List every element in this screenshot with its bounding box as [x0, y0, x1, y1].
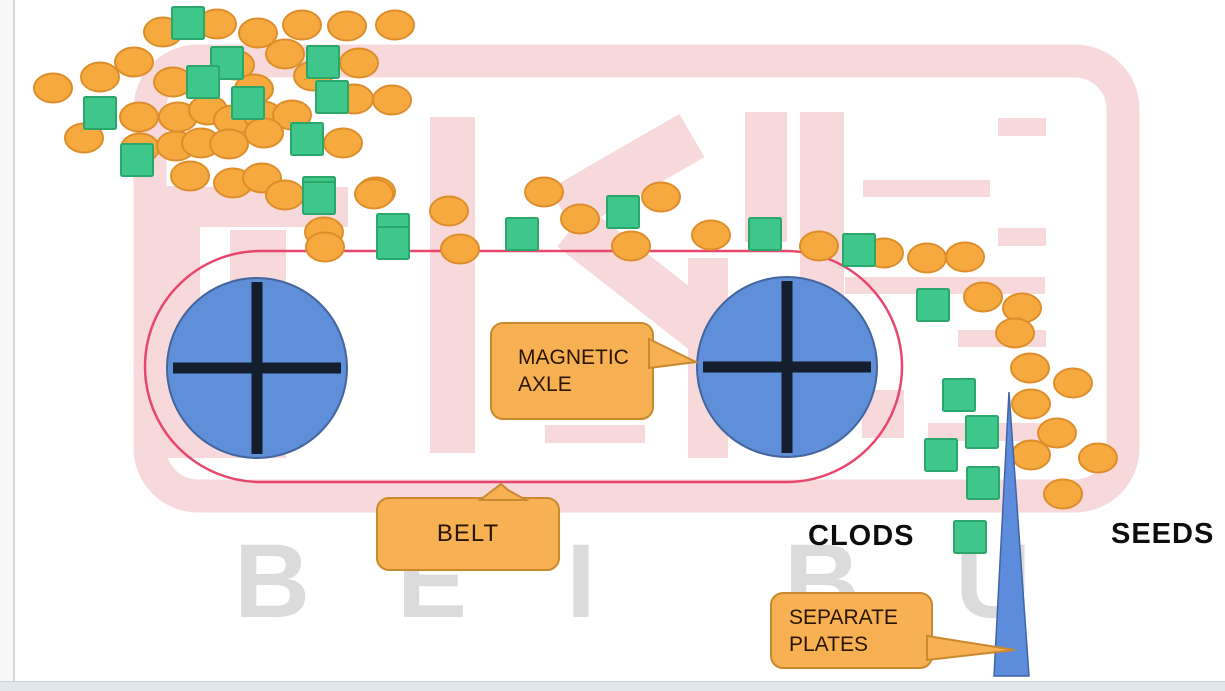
clod — [916, 288, 950, 322]
callout-magnetic-axle: MAGNETIC AXLE — [490, 322, 700, 420]
seed — [1053, 367, 1093, 399]
seed — [1002, 292, 1042, 324]
seed — [641, 181, 681, 213]
clod — [231, 86, 265, 120]
clods-label: CLODS — [808, 520, 915, 552]
watermark-letter: I — [566, 523, 595, 640]
watermark-bar — [430, 117, 475, 453]
callout-tail-right-icon — [648, 337, 700, 370]
clod — [842, 233, 876, 267]
seed — [119, 101, 159, 133]
watermark-bar — [545, 425, 645, 443]
magnetic-axle-label-line1: MAGNETIC — [518, 346, 629, 369]
seed — [560, 203, 600, 235]
watermark-bar — [549, 113, 705, 233]
watermark-bar — [998, 118, 1046, 136]
seed — [265, 38, 305, 70]
seed — [375, 9, 415, 41]
seed — [691, 219, 731, 251]
belt-label: BELT — [436, 520, 500, 547]
seed — [170, 160, 210, 192]
watermark-bar — [998, 228, 1046, 246]
seed — [354, 178, 394, 210]
seed — [1011, 388, 1051, 420]
clod — [306, 45, 340, 79]
callout-tail-up-icon — [477, 482, 530, 501]
page-left-margin — [0, 0, 15, 691]
clod — [302, 181, 336, 215]
seed — [305, 231, 345, 263]
seed — [1010, 352, 1050, 384]
seed — [440, 233, 480, 265]
magnetic-axle-label-line2: AXLE — [518, 373, 572, 396]
clod — [942, 378, 976, 412]
seed — [1043, 478, 1083, 510]
seed — [799, 230, 839, 262]
seed — [265, 179, 305, 211]
seed — [1078, 442, 1118, 474]
watermark-frame — [133, 44, 1140, 513]
seed — [995, 317, 1035, 349]
watermark-letter: B — [234, 523, 310, 640]
seed — [372, 84, 412, 116]
seeds-label: SEEDS — [1111, 518, 1215, 550]
clod — [965, 415, 999, 449]
seed — [327, 10, 367, 42]
callout-tail-right-icon — [926, 634, 1016, 662]
seed — [114, 46, 154, 78]
clod — [83, 96, 117, 130]
seed — [238, 17, 278, 49]
clod — [966, 466, 1000, 500]
separate-plates-label-line2: PLATES — [789, 632, 868, 656]
separate-plates-label-line1: SEPARATE — [789, 605, 898, 629]
seed — [907, 242, 947, 274]
clod — [315, 80, 349, 114]
clod — [924, 438, 958, 472]
seed — [963, 281, 1003, 313]
seed — [945, 241, 985, 273]
clod — [290, 122, 324, 156]
clod — [186, 65, 220, 99]
seed — [209, 128, 249, 160]
axle-cross-horizontal — [703, 361, 871, 373]
seed — [80, 61, 120, 93]
clod — [505, 217, 539, 251]
seed — [244, 117, 284, 149]
seed — [1011, 439, 1051, 471]
clod — [171, 6, 205, 40]
callout-separate-plates: SEPARATE PLATES — [770, 592, 1016, 669]
clod — [376, 226, 410, 260]
bottom-bar — [0, 681, 1225, 691]
clod — [748, 217, 782, 251]
seed — [429, 195, 469, 227]
watermark-bar — [863, 180, 990, 197]
seed — [323, 127, 363, 159]
seed — [33, 72, 73, 104]
seed — [1037, 417, 1077, 449]
seed — [339, 47, 379, 79]
seed — [282, 9, 322, 41]
clod — [120, 143, 154, 177]
clod — [953, 520, 987, 554]
callout-belt: BELT — [376, 482, 560, 571]
separator-plate — [993, 391, 1030, 677]
axle-cross-horizontal — [173, 362, 341, 374]
seed — [524, 176, 564, 208]
clod — [606, 195, 640, 229]
seed — [611, 230, 651, 262]
